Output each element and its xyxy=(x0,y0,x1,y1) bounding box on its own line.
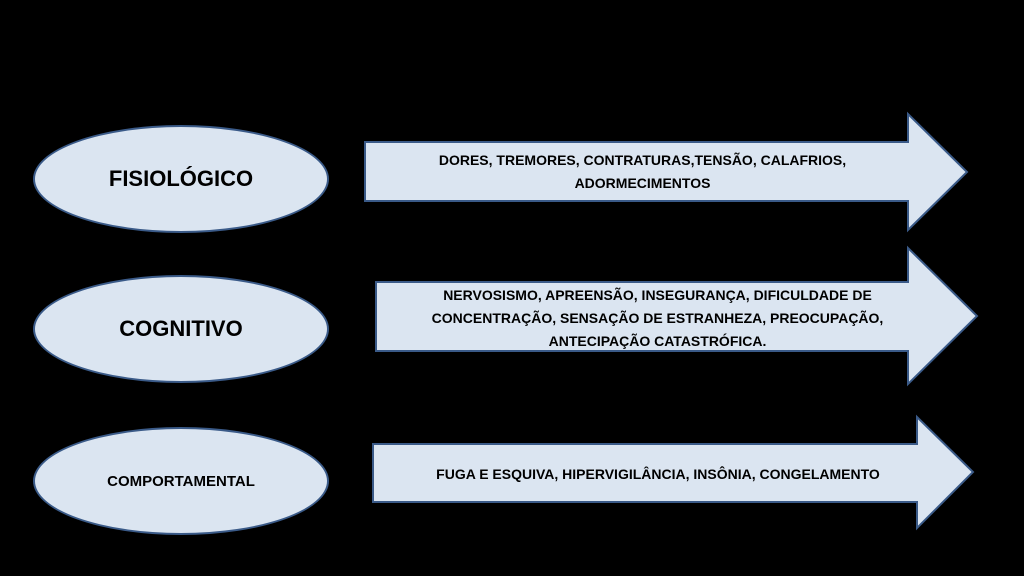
category-label-comportamental: COMPORTAMENTAL xyxy=(107,472,255,490)
category-label-fisiologico: FISIOLÓGICO xyxy=(108,166,254,191)
ellipse-comportamental: COMPORTAMENTAL xyxy=(33,427,329,535)
ellipse-cognitivo: COGNITIVO xyxy=(33,275,329,383)
symptom-line: DORES, TREMORES, CONTRATURAS,TENSÃO, CAL… xyxy=(438,152,847,168)
symptom-line: FUGA E ESQUIVA, HIPERVIGILÂNCIA, INSÔNIA… xyxy=(436,466,880,482)
arrow-shape-cognitivo xyxy=(375,245,979,387)
arrow-text-cognitivo: NERVOSISMO, APREENSÃO, INSEGURANÇA, DIFI… xyxy=(380,284,935,353)
symptom-line: NERVOSISMO, APREENSÃO, INSEGURANÇA, DIFI… xyxy=(443,287,872,303)
symptom-line: ANTECIPAÇÃO CATASTRÓFICA. xyxy=(548,333,767,349)
symptom-line: CONCENTRAÇÃO, SENSAÇÃO DE ESTRANHEZA, PR… xyxy=(431,310,884,326)
arrow-text-comportamental: FUGA E ESQUIVA, HIPERVIGILÂNCIA, INSÔNIA… xyxy=(378,463,938,486)
symptom-line: ADORMECIMENTOS xyxy=(574,175,711,191)
category-label-cognitivo: COGNITIVO xyxy=(119,316,243,341)
arrow-shape-comportamental xyxy=(372,414,975,531)
ellipse-fisiologico: FISIOLÓGICO xyxy=(33,125,329,233)
arrow-shape-fisiologico xyxy=(364,111,969,233)
arrow-text-fisiologico: DORES, TREMORES, CONTRATURAS,TENSÃO, CAL… xyxy=(370,149,915,195)
